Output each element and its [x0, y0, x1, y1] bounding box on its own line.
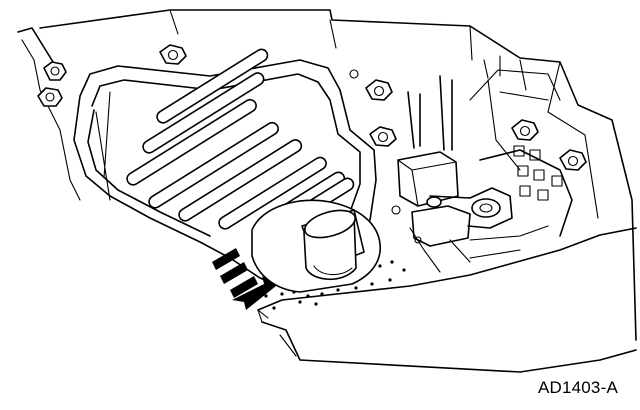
filter-body [73, 48, 377, 291]
filter-neck [251, 199, 381, 293]
case-bolt [365, 79, 393, 101]
case-bolt [43, 61, 67, 81]
figure-id-label: AD1403-A [537, 378, 618, 397]
case-bolt [511, 119, 539, 141]
case-bolt [159, 44, 187, 65]
transmission-case [17, 9, 637, 373]
valve-body [349, 55, 573, 273]
case-bolt [559, 149, 587, 171]
gasket-dots [264, 260, 406, 310]
case-bolt [37, 87, 63, 107]
removal-arrow [212, 248, 276, 310]
case-bolt [369, 126, 397, 147]
